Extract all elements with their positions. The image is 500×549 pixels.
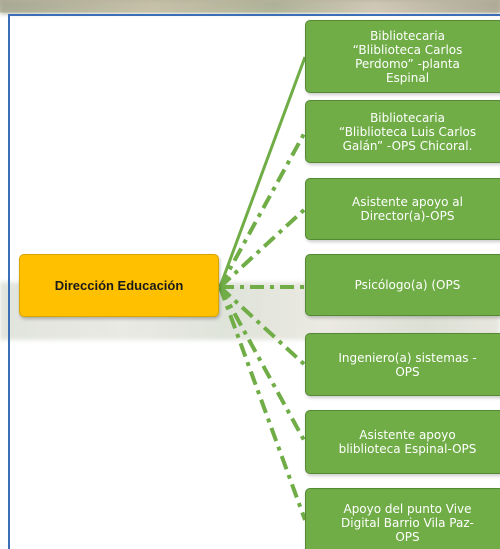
child-node-4-label: Psicólogo(a) (OPS [354, 278, 461, 292]
root-node-label: Dirección Educación [54, 278, 184, 293]
child-node-5-label: Ingeniero(a) sistemas - OPS [338, 350, 477, 379]
connector-line-3 [218, 207, 307, 289]
connector-line-7 [218, 286, 307, 521]
connector-line-6 [218, 286, 307, 443]
chart-frame-border [8, 14, 500, 549]
root-node-direccion-educacion: Dirección Educación [19, 254, 219, 317]
child-node-6: Asistente apoyo blibliotеca Espinal-OPS [305, 410, 500, 474]
child-node-7-label: Apoyo del punto Vive Digital Barrio Vila… [341, 502, 474, 544]
connector-line-1 [218, 56, 307, 288]
child-node-3: Asistente apoyo al Director(a)-OPS [305, 178, 500, 240]
child-node-2: Bibliotecaria “Blibliotеca Luis Carlos G… [305, 100, 500, 163]
child-node-3-label: Asistente apoyo al Director(a)-OPS [352, 195, 463, 223]
child-node-5: Ingeniero(a) sistemas - OPS [305, 333, 500, 396]
background-photo-top [0, 0, 500, 14]
child-node-4: Psicólogo(a) (OPS [305, 254, 500, 316]
child-node-7: Apoyo del punto Vive Digital Barrio Vila… [305, 488, 500, 549]
child-node-2-label: Bibliotecaria “Blibliotеca Luis Carlos G… [338, 110, 477, 153]
connector-line-2 [218, 131, 307, 288]
child-node-1-label: Bibliotecaria “Blibliotеca Carlos Perdom… [352, 28, 463, 85]
child-node-6-label: Asistente apoyo blibliotеca Espinal-OPS [338, 428, 477, 456]
child-node-1: Bibliotecaria “Blibliotеca Carlos Perdom… [305, 20, 500, 93]
connector-line-5 [218, 285, 307, 367]
